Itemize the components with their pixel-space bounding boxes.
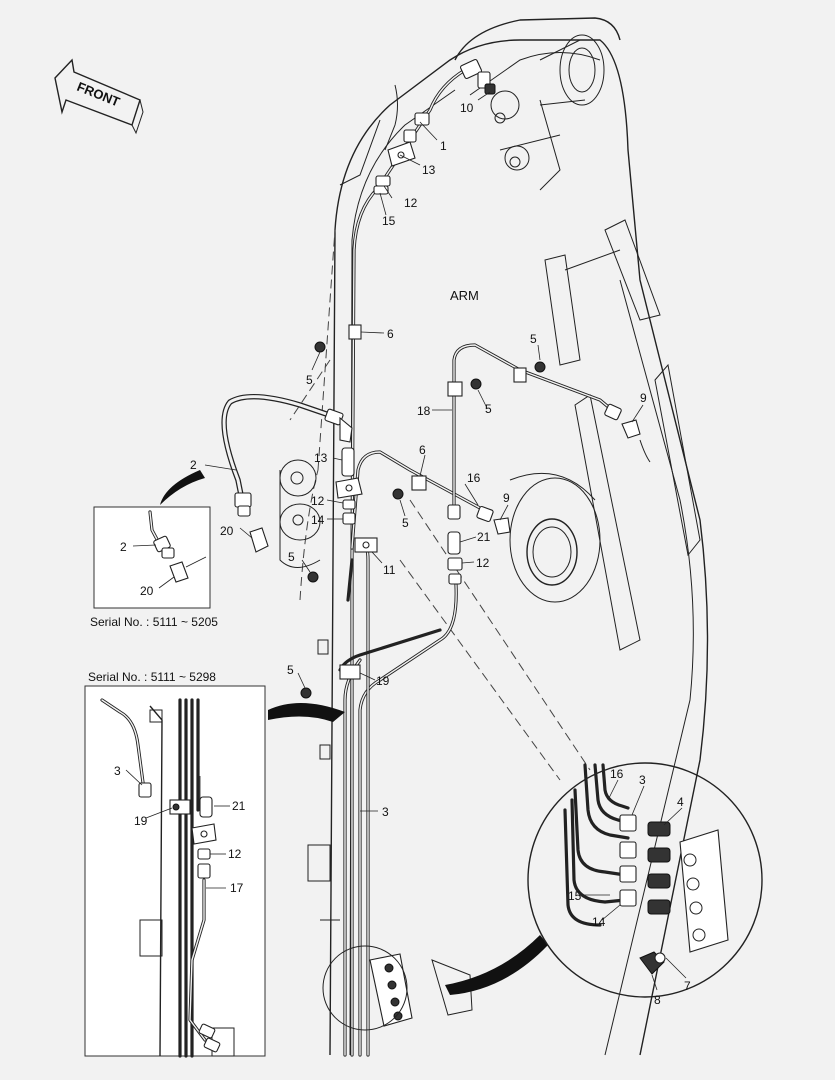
callout-5-upper-right: 5: [530, 332, 537, 346]
front-arrow: FRONT: [54, 58, 144, 135]
serial-bottom-label: Serial No. : 5111 ~ 5298: [88, 670, 216, 684]
callout-15: 15: [382, 214, 396, 228]
callout-5-low: 5: [287, 663, 294, 677]
detail-circle: 16 3 4 15 14 7 8: [527, 762, 763, 1007]
callout-16: 16: [467, 471, 481, 485]
callout-inset-19: 19: [134, 814, 148, 828]
callout-6-mid: 6: [419, 443, 426, 457]
serial-top-label: Serial No. : 5111 ~ 5205: [90, 615, 218, 629]
arm-structure: [279, 17, 709, 1056]
callout-detail-8: 8: [654, 993, 661, 1007]
callout-13-mid: 13: [314, 451, 328, 465]
pipe-fittings: [249, 58, 651, 1031]
callout-5-right: 5: [485, 402, 492, 416]
callout-2: 2: [190, 458, 197, 472]
callout-inset-3: 3: [114, 764, 121, 778]
callout-detail-16: 16: [610, 767, 624, 781]
callout-3: 3: [382, 805, 389, 819]
callout-inset-12: 12: [228, 847, 242, 861]
callout-inset-2: 2: [120, 540, 127, 554]
callout-5-left: 5: [306, 373, 313, 387]
callout-detail-7: 7: [684, 979, 691, 993]
callout-6-top: 6: [387, 327, 394, 341]
callout-1: 1: [440, 139, 447, 153]
callout-detail-14: 14: [592, 915, 606, 929]
callout-13-top: 13: [422, 163, 436, 177]
callout-inset-17: 17: [230, 881, 244, 895]
inset-serial-5111-5298: 3 19 21 12 17: [84, 685, 266, 1058]
front-label: FRONT: [75, 79, 122, 110]
arm-label: ARM: [450, 288, 479, 303]
inset-serial-5111-5205: 2 20: [93, 506, 211, 609]
callout-14: 14: [311, 513, 325, 527]
callout-9-upper: 9: [640, 391, 647, 405]
callout-12-mid: 12: [311, 494, 325, 508]
callout-12-right: 12: [476, 556, 490, 570]
callout-19: 19: [376, 674, 390, 688]
hose-2: [221, 393, 353, 517]
callout-inset-20: 20: [140, 584, 154, 598]
callout-12-top: 12: [404, 196, 418, 210]
callout-inset-21: 21: [232, 799, 246, 813]
callout-numbers: 10 1 13 12 15 6 5 2 13 12 14 20 5 11 5 1…: [190, 101, 647, 819]
callout-detail-3: 3: [639, 773, 646, 787]
callout-9-lower: 9: [503, 491, 510, 505]
callout-5-mid: 5: [288, 550, 295, 564]
callout-21: 21: [477, 530, 491, 544]
callout-detail-4: 4: [677, 795, 684, 809]
callout-11: 11: [383, 563, 396, 577]
pointer-arrows: [160, 470, 548, 995]
callout-10: 10: [460, 101, 474, 115]
callout-detail-15: 15: [568, 889, 582, 903]
callout-20: 20: [220, 524, 234, 538]
callout-18: 18: [417, 404, 431, 418]
leader-lines: [204, 91, 644, 812]
callout-5-center: 5: [402, 516, 409, 530]
